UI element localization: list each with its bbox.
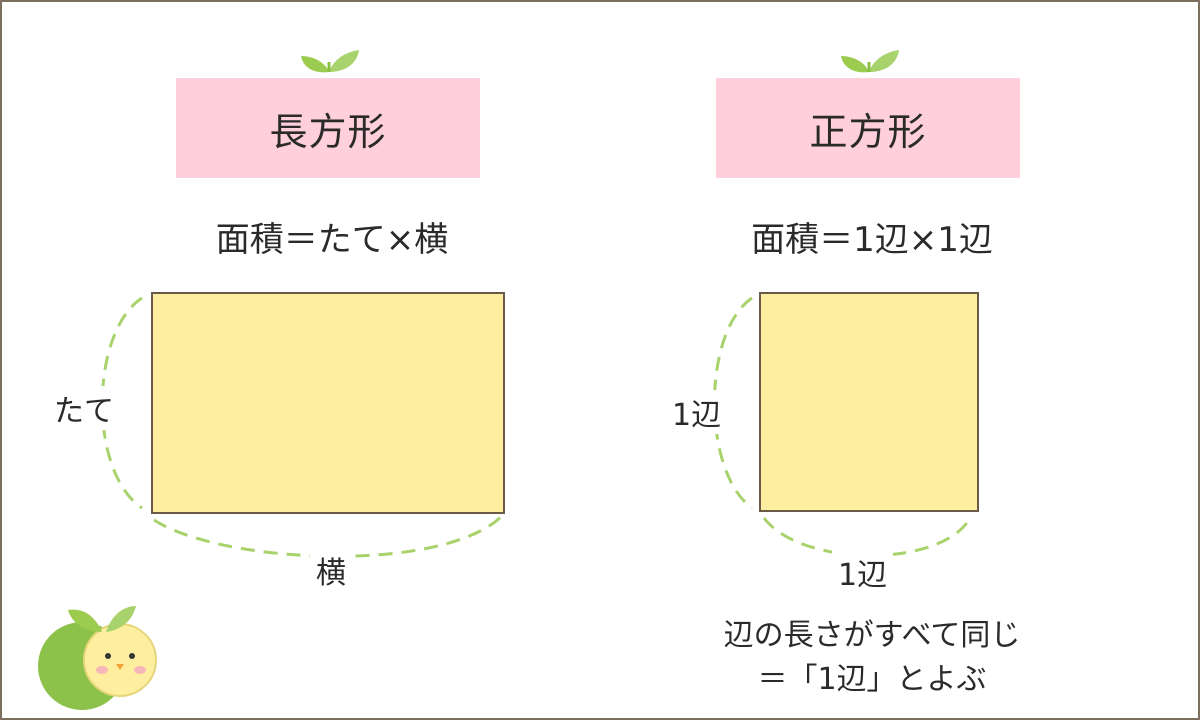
rectangle-width-dashed-arc xyxy=(153,514,504,558)
rectangle-area-formula: 面積＝たて×横 xyxy=(215,220,449,260)
square-title: 正方形 xyxy=(716,78,1020,178)
rectangle-title-text: 長方形 xyxy=(269,109,387,154)
square-note-line2: ＝「1辺」とよぶ xyxy=(757,662,987,697)
sprout-icon xyxy=(841,50,899,73)
square-height-label: 1辺 xyxy=(672,390,722,434)
sprout-icon xyxy=(301,50,359,73)
rectangle-height-label: たて xyxy=(54,386,114,430)
chick-mascot-icon xyxy=(38,606,157,710)
square-area-formula: 面積＝1辺×1辺 xyxy=(751,220,993,260)
square-note: 辺の長さがすべて同じ ＝「1辺」とよぶ xyxy=(642,614,1102,702)
rectangle-shape xyxy=(151,292,505,514)
rectangle-width-label: 横 xyxy=(310,548,352,592)
square-width-label: 1辺 xyxy=(832,550,894,594)
square-title-text: 正方形 xyxy=(809,109,927,154)
square-shape xyxy=(759,292,979,512)
square-height-dashed-arc xyxy=(713,296,753,510)
rectangle-title: 長方形 xyxy=(176,78,480,178)
square-note-line1: 辺の長さがすべて同じ xyxy=(723,618,1021,653)
